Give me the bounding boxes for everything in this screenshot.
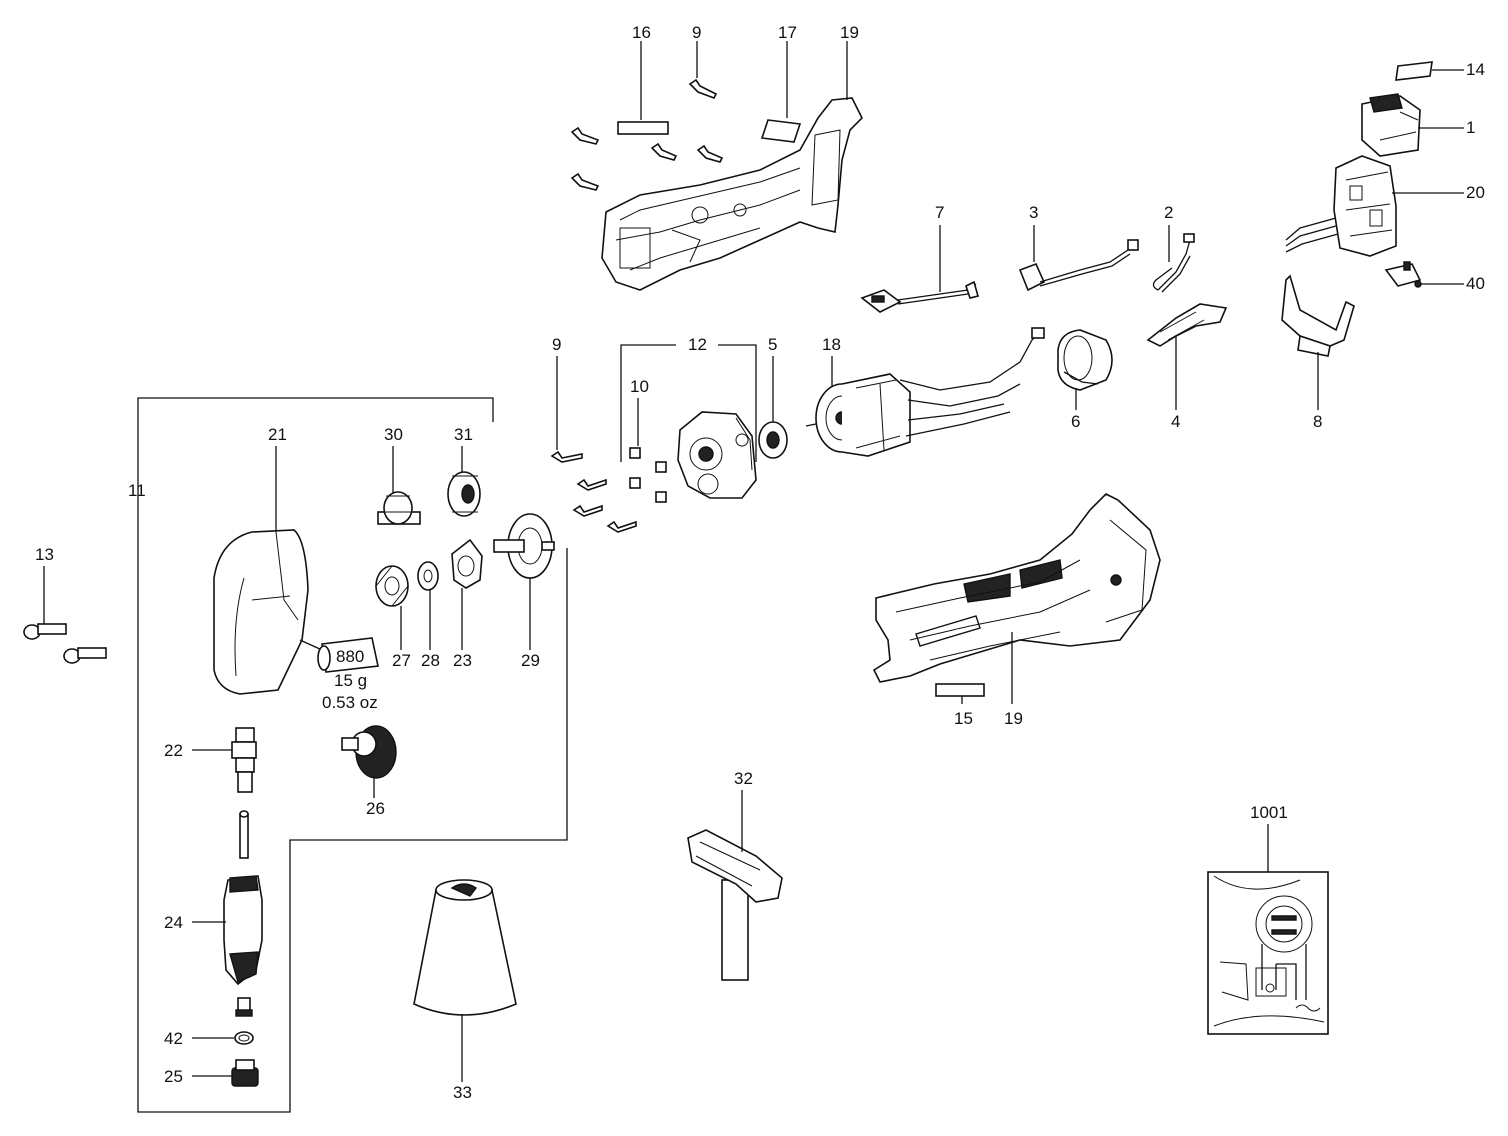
part-3-sensor [1018,239,1139,292]
label-24: 24 [164,913,183,932]
part-28-washer [417,561,439,591]
label-26: 26 [366,799,385,818]
label-14: 14 [1466,60,1485,79]
sticker-14 [1395,61,1433,81]
label-27: 27 [392,651,411,670]
label-40: 40 [1466,274,1485,293]
label-33: 33 [453,1083,472,1102]
label-3: 3 [1029,203,1038,222]
label-10: 10 [630,377,649,396]
housing-half-right: metabo [872,493,1161,683]
label-2: 2 [1164,203,1173,222]
nut-small [235,997,253,1017]
screws-top [570,78,724,191]
part-30-pinion [377,491,421,525]
part-7-cable-board [860,280,979,313]
part-22-pin [231,727,257,793]
pin-small [239,810,249,859]
label-29: 29 [521,651,540,670]
grease-weight-oz: 0.53 oz [322,693,378,712]
grease-weight-g: 15 g [334,671,367,690]
grease-tube: 880 [299,637,379,673]
label-16: 16 [632,23,651,42]
label-sticker-16 [617,121,669,135]
housing-half-left [601,97,863,291]
label-1: 1 [1466,118,1475,137]
part-25-cap-nut [231,1059,259,1087]
part-21-nose-housing [213,529,309,695]
screws-10 [629,447,667,503]
part-6-fan-cover [1057,329,1113,391]
part-40-contact [1384,261,1422,288]
label-17: 17 [778,23,797,42]
label-15: 15 [954,709,973,728]
label-19-top: 19 [840,23,859,42]
label-21: 21 [268,425,287,444]
part-33-cone [413,879,517,1016]
part-27-bearing [375,565,409,607]
label-sticker-15 [935,683,985,697]
part-5-bearing [758,421,788,459]
label-5: 5 [768,335,777,354]
label-11: 11 [128,481,146,500]
label-9-top: 9 [692,23,701,42]
part-29-gear-shaft [493,513,555,579]
label-8: 8 [1313,412,1322,431]
label-18: 18 [822,335,841,354]
part-24-die [223,875,263,986]
label-19-bottom: 19 [1004,709,1023,728]
part-20-switch-module [1285,155,1397,257]
part-42-o-ring [234,1031,254,1045]
part-8-bracket [1281,274,1355,357]
label-1001: 1001 [1250,803,1288,822]
part-2-wire [1152,233,1195,293]
label-30: 30 [384,425,403,444]
part-32-t-wrench [687,829,783,981]
label-6: 6 [1071,412,1080,431]
label-25: 25 [164,1067,183,1086]
label-31: 31 [454,425,473,444]
label-42: 42 [164,1029,183,1048]
screws-9 [550,450,637,533]
label-sticker-17 [760,119,802,143]
label-9-mid: 9 [552,335,561,354]
assembly-11-bracket [137,397,568,1113]
part-26-knob [341,725,397,779]
part-23-cam [451,538,483,589]
label-23: 23 [453,651,472,670]
part-13-bolts [23,623,107,664]
part-31-gear [447,471,481,517]
part-18-motor [805,327,1045,457]
label-4: 4 [1171,412,1180,431]
label-7: 7 [935,203,944,222]
part-1001-wiring-label [1207,871,1329,1035]
grease-code: 880 [336,647,364,666]
label-28: 28 [421,651,440,670]
part-12-bracket [620,344,757,462]
part-1-switch-cap [1361,93,1421,157]
label-12: 12 [688,335,707,354]
label-22: 22 [164,741,183,760]
part-4-wires [1146,303,1228,347]
label-13: 13 [35,545,54,564]
part-12-gear-plate [677,411,757,499]
label-32: 32 [734,769,753,788]
label-20: 20 [1466,183,1485,202]
